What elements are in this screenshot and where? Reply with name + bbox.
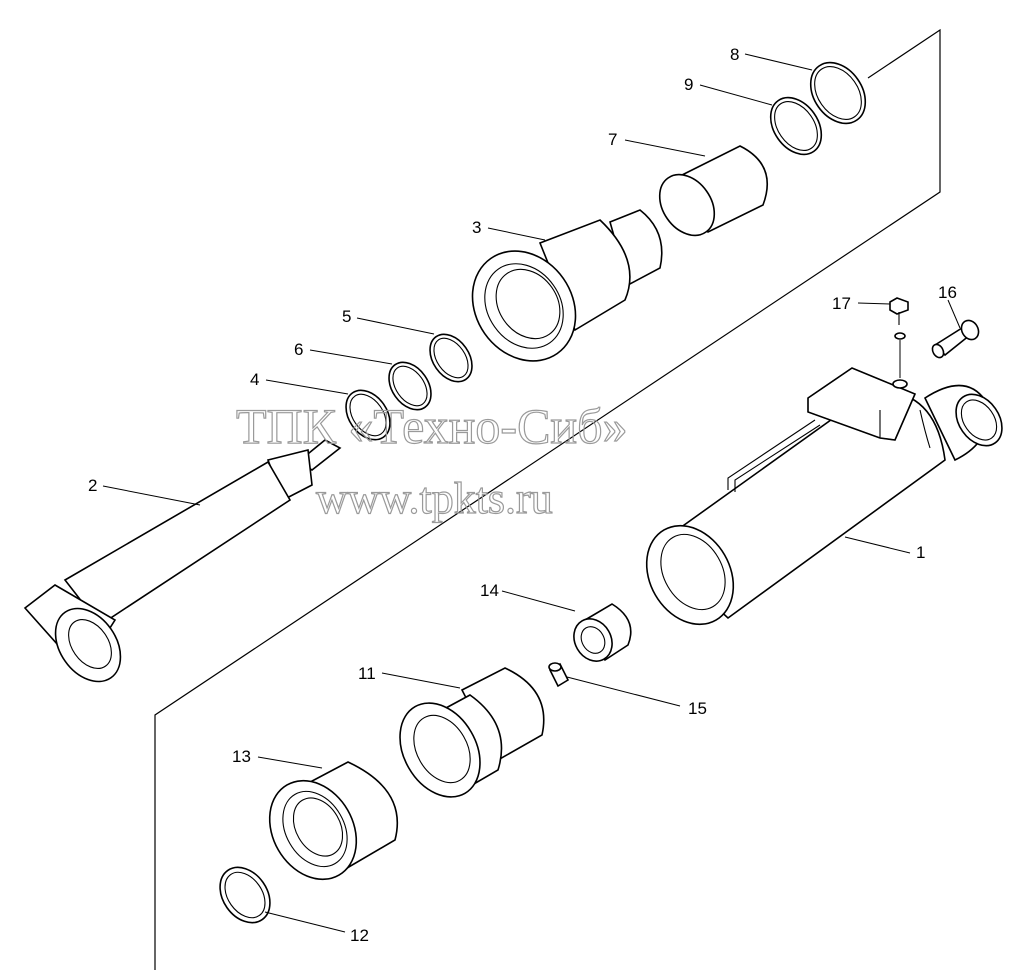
callout-8: 8 (730, 45, 739, 64)
part-7-bushing (658, 145, 768, 237)
assembly-frame (154, 28, 941, 970)
part-9-seal-ring (769, 96, 823, 156)
callout-16: 16 (938, 283, 957, 302)
callout-9: 9 (684, 75, 693, 94)
part-15-pin (548, 662, 570, 688)
callout-15: 15 (688, 699, 707, 718)
part-13-bushing (268, 761, 399, 881)
part-8-seal-ring (809, 61, 867, 125)
part-17-bolt (889, 297, 909, 389)
part-1-cylinder-barrel (645, 367, 1003, 626)
callout-5: 5 (342, 307, 351, 326)
callout-1: 1 (916, 543, 925, 562)
part-16-fitting (931, 319, 980, 359)
callout-6: 6 (294, 340, 303, 359)
watermark-url: www.tpkts.ru (316, 474, 553, 523)
callout-12: 12 (350, 926, 369, 945)
part-4-seal-ring (345, 389, 391, 441)
leader-lines (102, 53, 961, 933)
part-6-seal-ring (388, 361, 432, 411)
part-5-seal-ring (429, 333, 473, 383)
callout-14: 14 (480, 581, 499, 600)
part-12-seal-ring (219, 866, 271, 924)
callout-17: 17 (832, 294, 851, 313)
callout-2: 2 (88, 476, 97, 495)
callout-11: 11 (358, 664, 376, 683)
part-3-gland (471, 209, 663, 362)
callout-13: 13 (232, 747, 251, 766)
callout-4: 4 (250, 370, 259, 389)
part-2-piston-rod (23, 439, 342, 683)
watermark-company: ТПК «Техно-Сиб» (236, 398, 628, 454)
callout-7: 7 (608, 130, 617, 149)
part-14-nut (573, 603, 632, 662)
part-11-piston (399, 667, 545, 798)
callout-3: 3 (472, 218, 481, 237)
